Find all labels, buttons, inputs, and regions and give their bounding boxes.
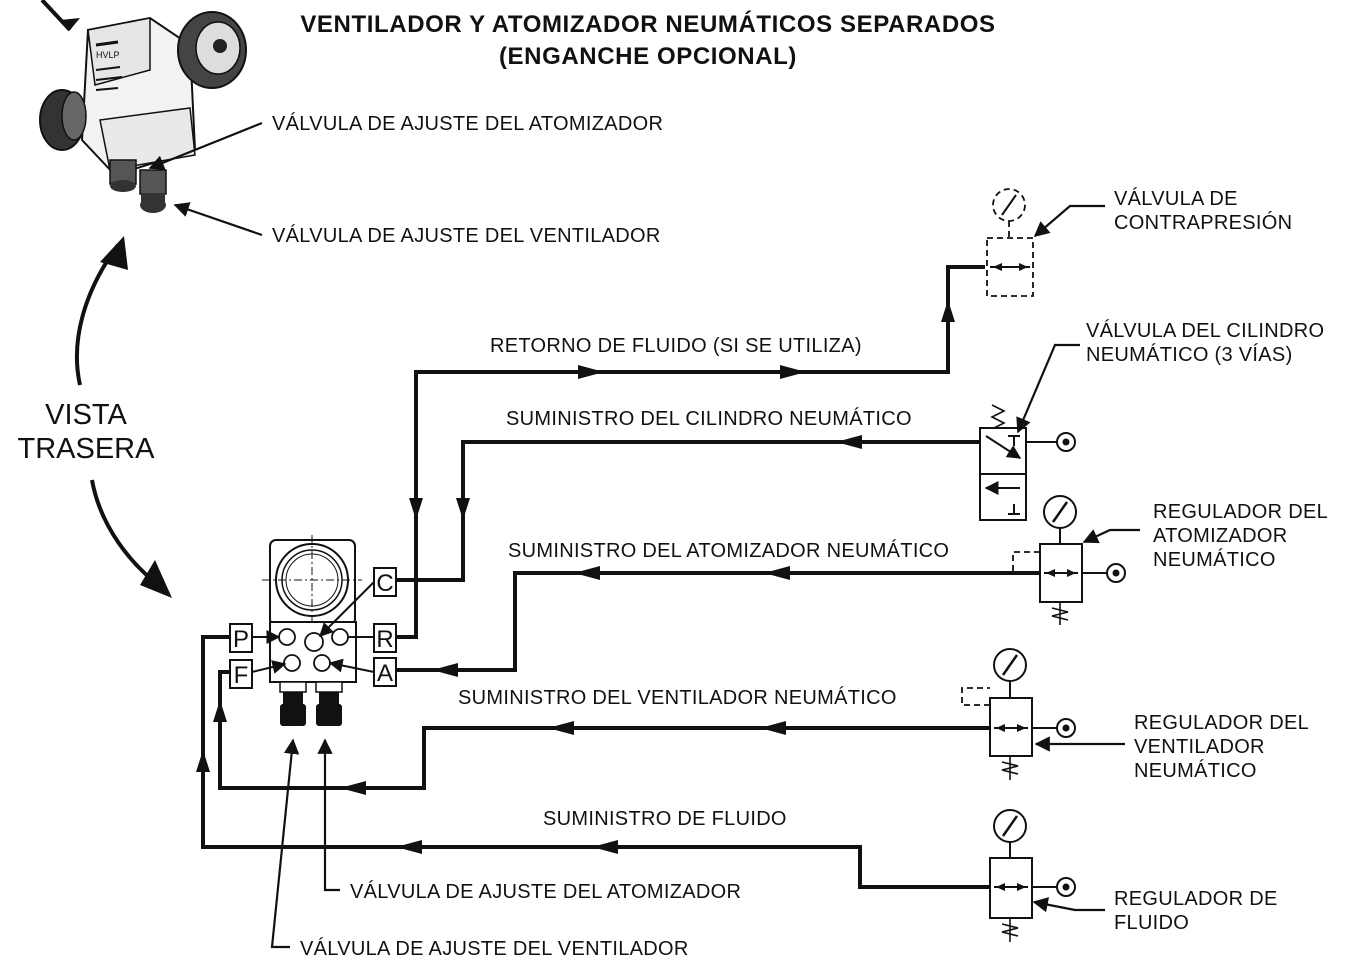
label-fluid-reg-2: FLUIDO: [1114, 912, 1189, 934]
title-line-1: VENTILADOR Y ATOMIZADOR NEUMÁTICOS SEPAR…: [300, 10, 995, 38]
view-label-1: VISTA: [45, 399, 127, 431]
svg-text:A: A: [377, 660, 393, 687]
atomizer-adjust-leader-top: [148, 121, 263, 170]
line-label-fan-supply: SUMINISTRO DEL VENTILADOR NEUMÁTICO: [458, 686, 897, 709]
label-atom-reg-1: REGULADOR DEL: [1153, 501, 1328, 523]
label-atom-reg-3: NEUMÁTICO: [1153, 548, 1276, 571]
rear-view-arrows: [74, 236, 172, 598]
label-atom-reg-2: ATOMIZADOR: [1153, 525, 1287, 547]
fan-adjust-leader-top: [173, 202, 263, 237]
line-label-fluid-supply: SUMINISTRO DE FLUIDO: [543, 808, 787, 830]
label-atomizer-adjust-bottom: VÁLVULA DE AJUSTE DEL ATOMIZADOR: [350, 880, 741, 903]
spray-gun-illustration: HVLP: [39, 0, 247, 213]
manifold-block: [262, 535, 362, 726]
cylinder-valve-3-way: [979, 404, 1076, 521]
label-fan-adjust-top: VÁLVULA DE AJUSTE DEL VENTILADOR: [272, 224, 661, 247]
fan-adjust-leader-bottom: [270, 738, 300, 949]
svg-text:R: R: [376, 626, 393, 653]
svg-text:P: P: [233, 626, 249, 653]
label-fan-reg-1: REGULADOR DEL: [1134, 712, 1309, 734]
label-back-pressure-2: CONTRAPRESIÓN: [1114, 211, 1292, 234]
title-line-2: (ENGANCHE OPCIONAL): [499, 43, 797, 70]
svg-text:F: F: [234, 662, 249, 689]
line-label-cylinder-supply: SUMINISTRO DEL CILINDRO NEUMÁTICO: [506, 407, 912, 430]
fan-regulator: [961, 648, 1076, 780]
label-fluid-reg-1: REGULADOR DE: [1114, 888, 1278, 910]
view-label-2: TRASERA: [18, 433, 156, 465]
label-atomizer-adjust-top: VÁLVULA DE AJUSTE DEL ATOMIZADOR: [272, 112, 663, 135]
line-label-atomizer-supply: SUMINISTRO DEL ATOMIZADOR NEUMÁTICO: [508, 539, 949, 562]
label-cyl-valve-2: NEUMÁTICO (3 VÍAS): [1086, 343, 1293, 366]
fluid-regulator: [989, 809, 1076, 942]
atomizer-regulator: [1012, 495, 1126, 625]
label-back-pressure-1: VÁLVULA DE: [1114, 187, 1238, 210]
svg-text:C: C: [376, 570, 393, 597]
port-A: A: [373, 657, 397, 687]
label-fan-reg-3: NEUMÁTICO: [1134, 759, 1257, 782]
port-P: P: [229, 623, 253, 653]
port-C: C: [373, 567, 397, 597]
label-cyl-valve-1: VÁLVULA DEL CILINDRO: [1086, 319, 1324, 342]
gun-model-label: HVLP: [96, 50, 120, 60]
label-fan-adjust-bottom: VÁLVULA DE AJUSTE DEL VENTILADOR: [300, 937, 689, 960]
port-F: F: [229, 659, 253, 689]
atomizer-adjust-leader-bottom: [317, 738, 340, 892]
back-pressure-valve: [986, 188, 1034, 297]
label-fan-reg-2: VENTILADOR: [1134, 736, 1265, 758]
port-R: R: [373, 623, 397, 653]
pipe-atomizer-supply: [396, 571, 1040, 672]
pipe-fluid-return: [396, 265, 985, 639]
pipe-fluid-supply: [201, 635, 990, 889]
line-label-fluid-return: RETORNO DE FLUIDO (SI SE UTILIZA): [490, 335, 862, 357]
pipe-fan-supply: [218, 670, 990, 790]
